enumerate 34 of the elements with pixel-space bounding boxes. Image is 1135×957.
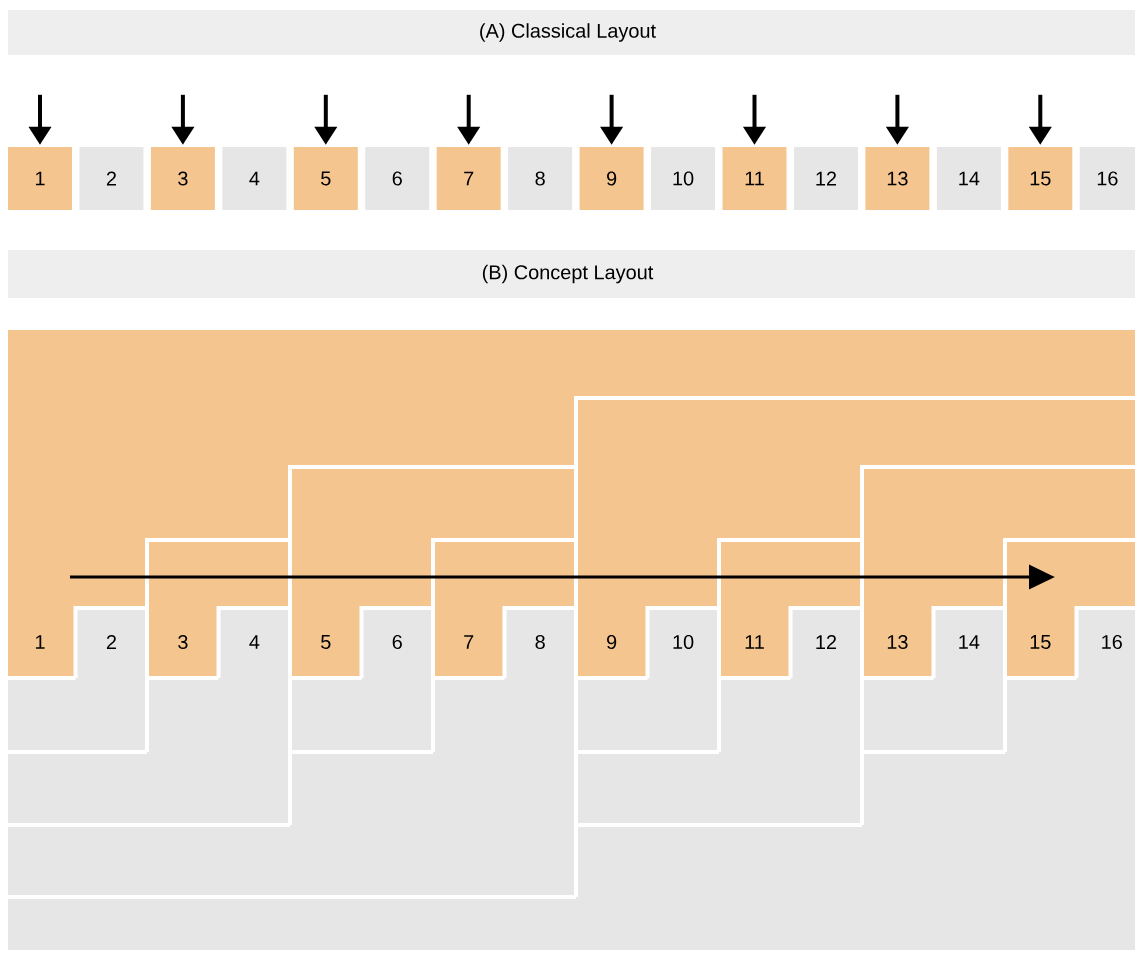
heading: (A) Classical Layout: [480, 23, 656, 42]
cell-number: 1: [36, 635, 45, 649]
cell-number: 10: [673, 634, 694, 650]
cell-number: 15: [1030, 635, 1051, 649]
cell: 8: [508, 147, 573, 210]
cell-number: 11: [745, 635, 764, 649]
cell: 11: [722, 147, 787, 210]
cell: 10: [651, 147, 716, 210]
cell: 5: [293, 147, 358, 210]
cell: 4: [222, 147, 287, 210]
cell-number: 14: [959, 635, 980, 649]
cell-number: 8: [535, 634, 545, 650]
cell: 12: [793, 147, 858, 210]
cell-number: 9: [607, 634, 617, 650]
cell: 14: [936, 147, 1001, 210]
cell: 2: [79, 147, 144, 210]
cell-number: 2: [106, 635, 116, 649]
cell-number: 3: [178, 634, 188, 650]
cell: 7: [436, 147, 501, 210]
cell-number: 7: [464, 635, 474, 649]
cell-number: 12: [816, 635, 837, 649]
cell: 1: [8, 147, 72, 210]
cell-number: 6: [392, 634, 402, 650]
cell-number: 16: [1102, 634, 1122, 650]
cell-number: 13: [887, 634, 908, 650]
cell-number: 4: [249, 635, 260, 649]
cell: 3: [150, 147, 215, 210]
cell: 9: [579, 147, 644, 210]
cell: 15: [1008, 147, 1073, 210]
cell-number: 5: [321, 635, 331, 649]
cell: 13: [865, 147, 930, 210]
heading: (B) Concept Layout: [482, 264, 654, 284]
cell: 16: [1079, 147, 1135, 210]
cell: 6: [365, 147, 430, 210]
